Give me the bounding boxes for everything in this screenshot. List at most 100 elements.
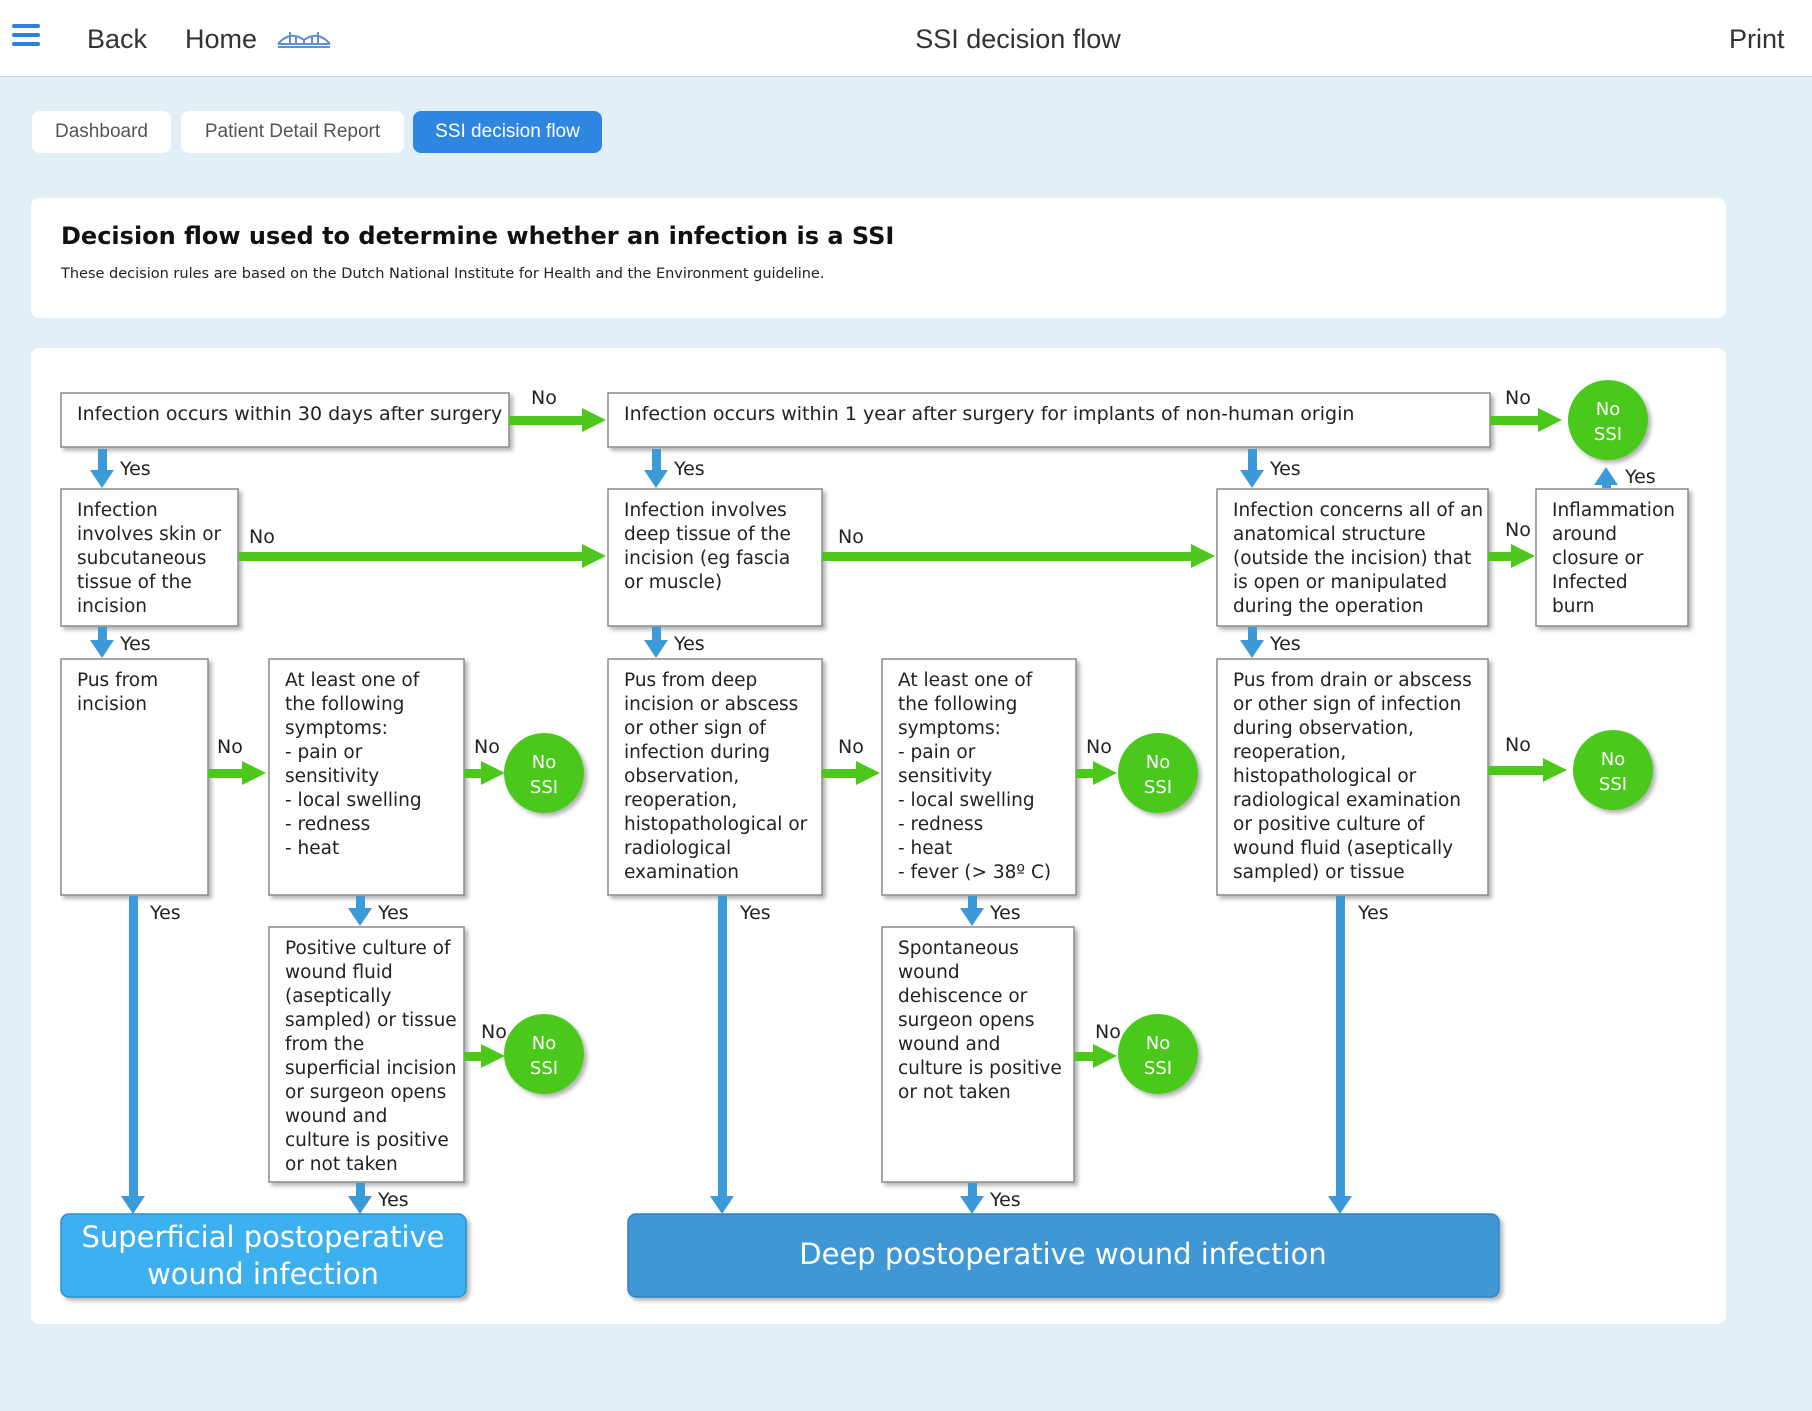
home-link[interactable]: Home [185, 24, 258, 54]
no-arrow [1074, 1044, 1117, 1068]
no-ssi-text: No [1146, 1033, 1170, 1054]
yes-label: Yes [377, 1189, 409, 1211]
result-superficial-text: Superficial postoperative [81, 1220, 444, 1254]
q-anatomical-structure-line: during the operation [1233, 596, 1424, 617]
yes-arrow [90, 449, 114, 488]
q-deep-symptoms-line: - redness [898, 814, 983, 835]
no-ssi-text: SSI [530, 777, 558, 798]
q-deep-symptoms-line: symptoms: [898, 718, 1001, 739]
q-positive-culture-line: Positive culture of [285, 938, 451, 959]
flow-card: Infection occurs within 30 days after su… [31, 348, 1726, 1324]
no-ssi-text: No [1601, 749, 1625, 770]
no-label: No [838, 736, 864, 758]
q-deep-symptoms-line: - heat [898, 838, 952, 859]
q-spontaneous-dehiscence-line: or not taken [898, 1082, 1011, 1103]
q-pus-drain-abscess-line: during observation, [1233, 718, 1414, 739]
print-link[interactable]: Print [1729, 24, 1785, 54]
q-superficial-symptoms-line: - redness [285, 814, 370, 835]
intro-heading: Decision flow used to determine whether … [61, 222, 895, 250]
q-pus-drain-abscess-line: or other sign of infection [1233, 694, 1461, 715]
q-pus-deep-incision-line: observation, [624, 766, 739, 787]
back-link[interactable]: Back [87, 24, 148, 54]
no-ssi-text: SSI [1144, 1058, 1172, 1079]
yes-label: Yes [1269, 633, 1301, 655]
tab-ssi-decision-flow[interactable]: SSI decision flow [413, 111, 602, 153]
yes-arrow [1328, 896, 1352, 1214]
yes-label: Yes [119, 458, 151, 480]
q-skin-subcutaneous-line: Infection [77, 500, 158, 521]
no-ssi-text: No [1596, 399, 1620, 420]
q-pus-drain-abscess-line: sampled) or tissue [1233, 862, 1405, 883]
q-deep-symptoms-line: - fever (> 38º C) [898, 862, 1051, 883]
tab-patient-detail-report[interactable]: Patient Detail Report [181, 111, 404, 153]
q-pus-deep-incision-line: or other sign of [624, 718, 766, 739]
q-positive-culture-line: sampled) or tissue [285, 1010, 457, 1031]
yes-label: Yes [989, 902, 1021, 924]
q-within-30-days-line: Infection occurs within 30 days after su… [77, 403, 502, 425]
q-deep-symptoms-line: - pain or [898, 742, 976, 763]
no-ssi-text: SSI [1599, 774, 1627, 795]
no-label: No [474, 736, 500, 758]
no-ssi-text: No [532, 1033, 556, 1054]
q-pus-drain-abscess-line: radiological examination [1233, 790, 1461, 811]
hamburger-icon[interactable] [12, 24, 40, 48]
tab-dashboard[interactable]: Dashboard [32, 111, 171, 153]
no-label: No [249, 526, 275, 548]
q-superficial-symptoms-line: - local swelling [285, 790, 422, 811]
q-deep-tissue-line: or muscle) [624, 572, 722, 593]
yes-arrow [1240, 449, 1264, 488]
no-arrow [239, 544, 606, 568]
yes-arrow [644, 627, 668, 658]
q-pus-deep-incision-line: incision or abscess [624, 694, 798, 715]
no-ssi-text: No [1146, 752, 1170, 773]
q-skin-subcutaneous-line: involves skin or [77, 524, 222, 545]
q-positive-culture-line: (aseptically [285, 986, 391, 1007]
yes-up-arrow [1594, 467, 1618, 488]
intro-description: These decision rules are based on the Du… [61, 266, 825, 282]
no-arrow [822, 761, 880, 785]
q-deep-symptoms-line: At least one of [898, 670, 1033, 691]
yes-arrow [90, 627, 114, 658]
q-anatomical-structure-line: (outside the incision) that [1233, 548, 1471, 569]
result-deep-infection: Deep postoperative wound infection [627, 1213, 1500, 1298]
q-inflammation-burn-line: burn [1552, 596, 1594, 617]
q-positive-culture-line: wound and [285, 1106, 387, 1127]
yes-arrow [1240, 627, 1264, 658]
q-pus-deep-incision-line: Pus from deep [624, 670, 757, 691]
no-label: No [838, 526, 864, 548]
q-superficial-symptoms-line: sensitivity [285, 766, 379, 787]
q-spontaneous-dehiscence-line: dehiscence or [898, 986, 1028, 1007]
q-skin-subcutaneous-line: tissue of the [77, 572, 192, 593]
q-pus-deep-incision-line: infection during [624, 742, 770, 763]
q-superficial-symptoms-line: - pain or [285, 742, 363, 763]
q-inflammation-burn-line: Infected [1552, 572, 1628, 593]
q-spontaneous-dehiscence-line: wound and [898, 1034, 1000, 1055]
no-label: No [1086, 736, 1112, 758]
q-pus-drain-abscess-line: reoperation, [1233, 742, 1346, 763]
q-deep-symptoms-line: sensitivity [898, 766, 992, 787]
q-pus-deep-incision-line: radiological [624, 838, 731, 859]
no-arrow [1490, 408, 1562, 432]
q-spontaneous-dehiscence-line: surgeon opens [898, 1010, 1035, 1031]
q-positive-culture-line: culture is positive [285, 1130, 449, 1151]
yes-arrow [121, 896, 145, 1214]
q-within-30-days: Infection occurs within 30 days after su… [60, 392, 510, 448]
yes-arrow [960, 896, 984, 926]
no-label: No [531, 387, 557, 409]
q-spontaneous-dehiscence-line: Spontaneous [898, 938, 1019, 959]
no-label: No [1505, 734, 1531, 756]
q-pus-deep-incision: Pus from deep incision or abscess or other… [607, 658, 823, 896]
no-arrow [822, 544, 1215, 568]
q-anatomical-structure-line: anatomical structure [1233, 524, 1426, 545]
top-bar: Back Home SSI decision flow Print [0, 0, 1812, 77]
q-deep-tissue-line: incision (eg fascia [624, 548, 790, 569]
